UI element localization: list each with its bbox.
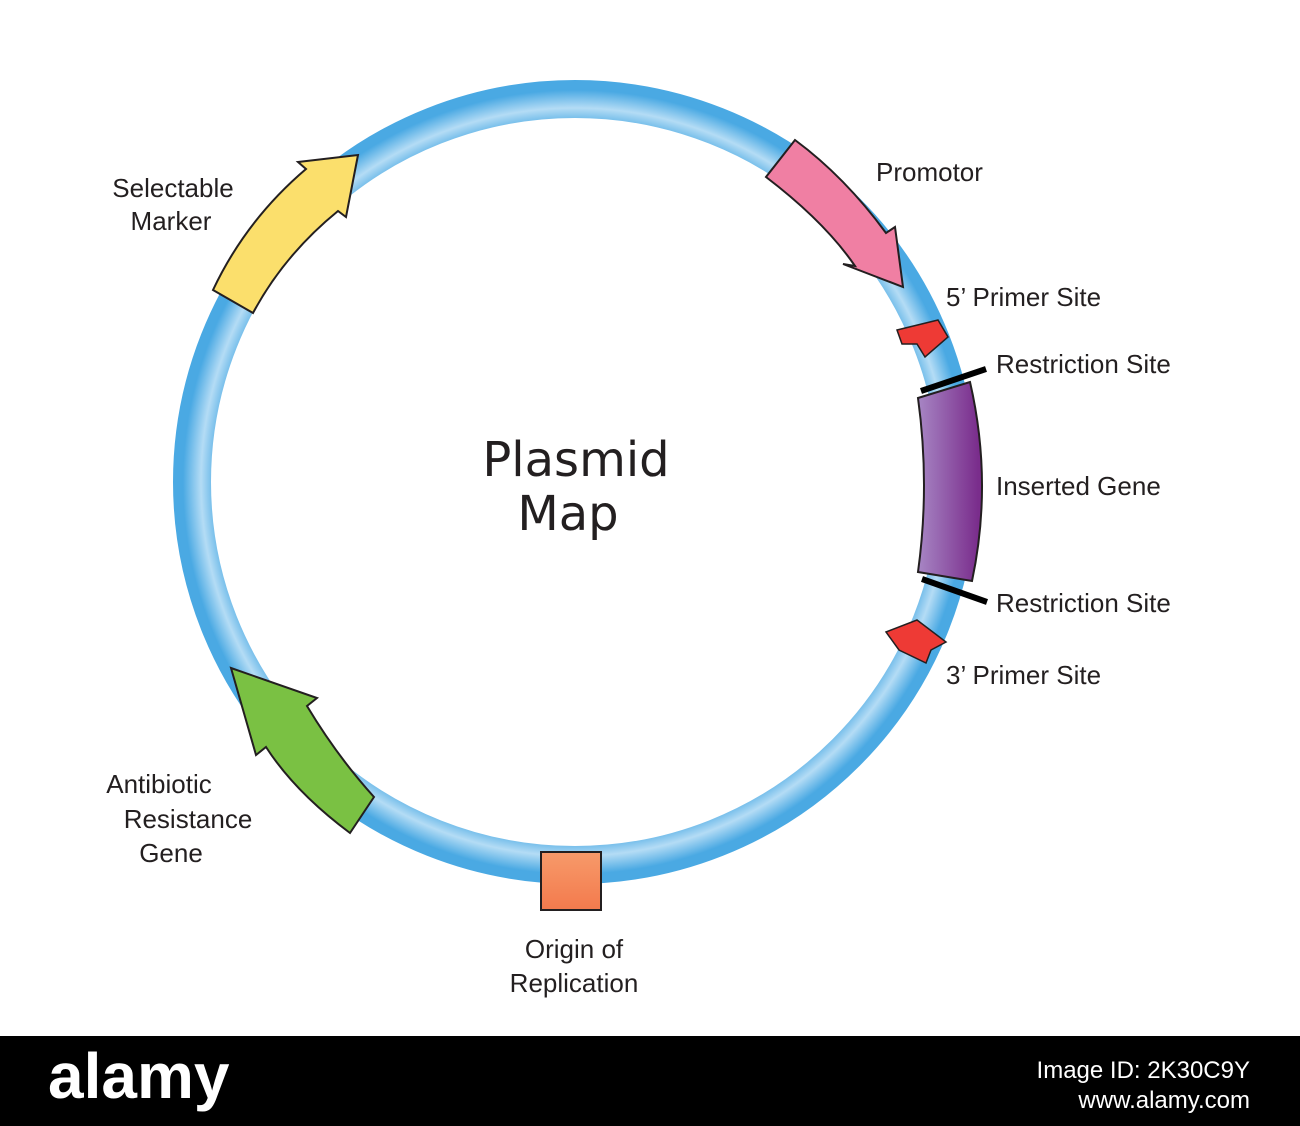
- label-antibiotic-line2: Resistance: [124, 804, 253, 834]
- antibiotic-resistance-arrow: [229, 666, 376, 835]
- diagram-title-line1: Plasmid: [482, 432, 669, 488]
- image-id: Image ID: 2K30C9Y: [1037, 1057, 1250, 1084]
- site-url: www.alamy.com: [1077, 1087, 1250, 1114]
- brand-logo: alamy: [48, 1040, 230, 1112]
- label-restriction-site-bottom: Restriction Site: [996, 588, 1171, 618]
- label-origin-line2: Replication: [510, 968, 639, 998]
- promotor-arrow: [764, 138, 905, 289]
- label-antibiotic-line1: Antibiotic: [106, 769, 212, 799]
- label-restriction-site-top: Restriction Site: [996, 349, 1171, 379]
- primer-5-arrow: [896, 319, 949, 359]
- label-selectable-marker-line2: Marker: [131, 206, 212, 236]
- label-primer-3: 3’ Primer Site: [946, 660, 1101, 690]
- restriction-site-top-marker: [920, 366, 987, 394]
- diagram-title-line2: Map: [517, 486, 618, 542]
- label-inserted-gene: Inserted Gene: [996, 471, 1161, 501]
- selectable-marker-arrow: [211, 153, 360, 315]
- footer-canvas: alamy Image ID: 2K30C9Y www.alamy.com: [48, 1040, 1250, 1114]
- label-origin-line1: Origin of: [525, 934, 624, 964]
- label-primer-5: 5’ Primer Site: [946, 282, 1101, 312]
- restriction-site-bottom-marker: [920, 576, 989, 605]
- watermark-footer-bar: alamy Image ID: 2K30C9Y www.alamy.com: [0, 1036, 1300, 1126]
- label-promotor: Promotor: [876, 157, 983, 187]
- label-selectable-marker-line1: Selectable: [112, 173, 233, 203]
- inserted-gene-block: [916, 380, 984, 583]
- primer-3-arrow: [884, 619, 948, 665]
- origin-of-replication-block: [540, 851, 602, 911]
- label-antibiotic-line3: Gene: [139, 838, 203, 868]
